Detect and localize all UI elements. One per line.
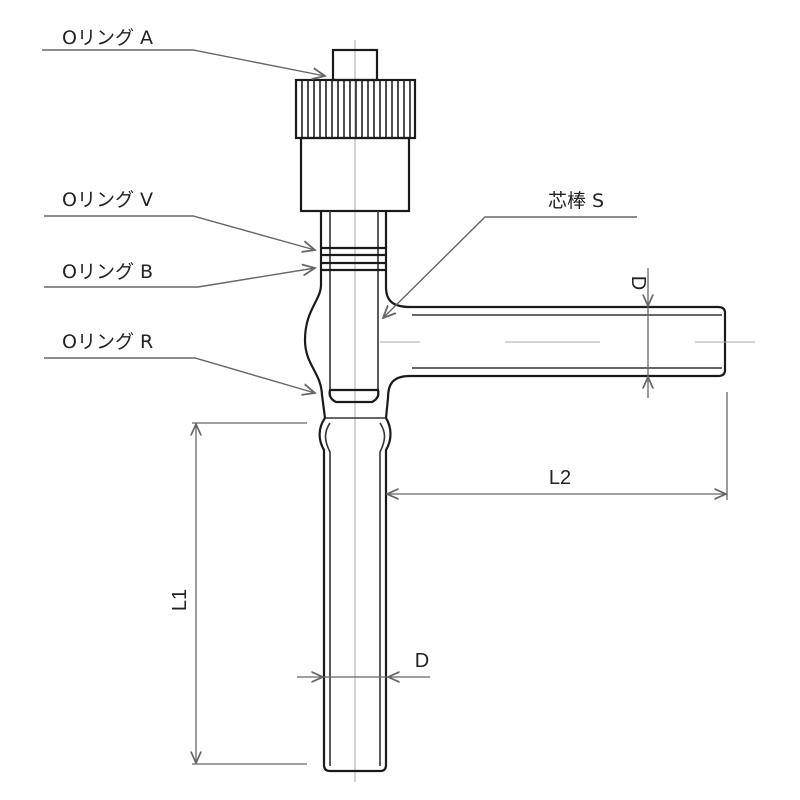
dimension-d-side: D xyxy=(627,268,649,398)
label-core-s: 芯棒 S xyxy=(548,190,604,212)
valve-body xyxy=(303,211,727,773)
leader-lines xyxy=(42,49,637,393)
dim-label-l1: L1 xyxy=(169,589,191,611)
dimension-l1: L1 xyxy=(169,422,307,765)
dimension-d-bottom: D xyxy=(297,650,430,677)
o-rings-v-b xyxy=(321,246,386,272)
nut-body xyxy=(299,136,411,213)
dim-label-l2: L2 xyxy=(549,467,571,489)
label-oring-r: Oリング R xyxy=(62,331,153,353)
dim-label-d-bottom: D xyxy=(415,650,429,672)
knurled-knob xyxy=(294,78,417,140)
dimension-l2: L2 xyxy=(387,392,728,500)
dim-label-d-side: D xyxy=(627,276,649,290)
label-oring-v: Oリング V xyxy=(62,189,153,211)
label-oring-b: Oリング B xyxy=(62,261,153,283)
o-ring-r xyxy=(328,388,380,404)
label-oring-a: Oリング A xyxy=(62,27,153,49)
